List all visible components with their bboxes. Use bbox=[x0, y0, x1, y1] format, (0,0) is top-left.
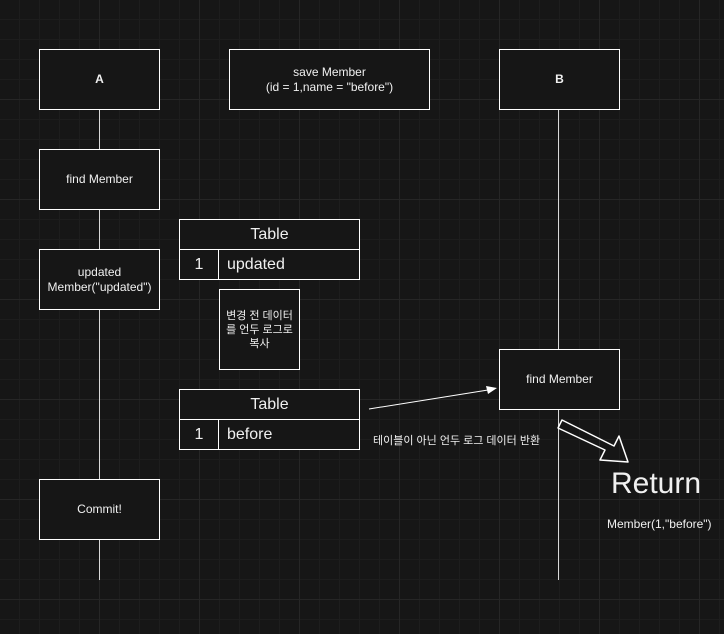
table-updated-row: 1 updated bbox=[180, 250, 359, 279]
a-commit-box[interactable]: Commit! bbox=[39, 479, 160, 540]
participant-b[interactable]: B bbox=[499, 49, 620, 110]
table-updated-value: updated bbox=[227, 255, 285, 273]
table-updated-id: 1 bbox=[180, 250, 219, 279]
a-updated-member-box[interactable]: updated Member("updated") bbox=[39, 249, 160, 310]
save-member-box[interactable]: save Member (id = 1,name = "before") bbox=[229, 49, 430, 110]
participant-a[interactable]: A bbox=[39, 49, 160, 110]
table-before-row: 1 before bbox=[180, 420, 359, 449]
table-before-value: before bbox=[227, 425, 273, 443]
return-block-arrow bbox=[557, 419, 629, 463]
table-before[interactable]: Table 1 before bbox=[179, 389, 360, 450]
arrow-to-b-find-member bbox=[368, 386, 497, 410]
table-updated-title: Table bbox=[180, 220, 359, 250]
a-find-member-box[interactable]: find Member bbox=[39, 149, 160, 210]
table-updated[interactable]: Table 1 updated bbox=[179, 219, 360, 280]
return-caption: 테이블이 아닌 언두 로그 데이터 반환 bbox=[373, 435, 541, 447]
lifeline-a bbox=[99, 109, 100, 580]
undo-log-note[interactable]: 변경 전 데이터 를 언두 로그로 복사 bbox=[219, 289, 300, 370]
return-value: Member(1,"before") bbox=[607, 517, 712, 531]
b-find-member-box[interactable]: find Member bbox=[499, 349, 620, 410]
table-before-title: Table bbox=[180, 390, 359, 420]
table-before-id: 1 bbox=[180, 420, 219, 449]
return-label: Return bbox=[611, 467, 702, 500]
lifeline-b bbox=[558, 109, 559, 580]
